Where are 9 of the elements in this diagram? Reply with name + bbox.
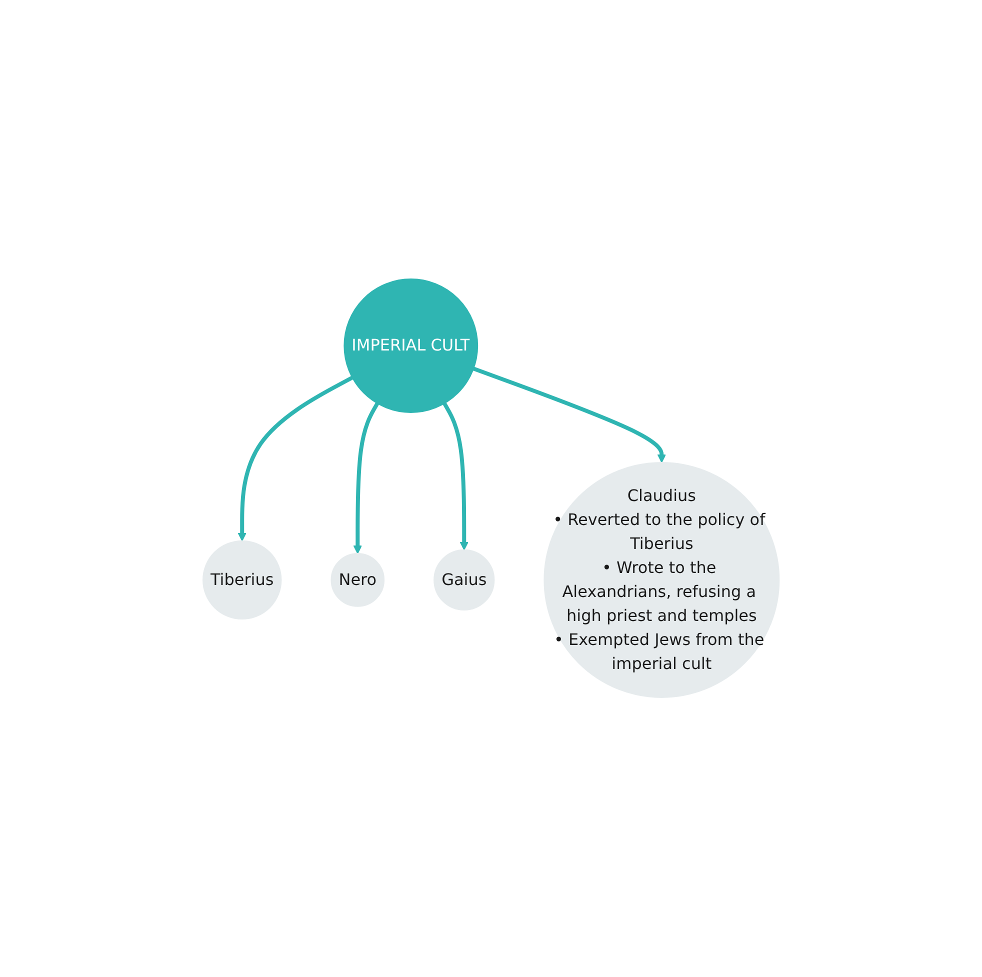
node-circle: Claudius • Reverted to the policy of Tiberius • Wrote to the Alexandrians, refusing a high priest and temples • Exempted Jews from the imperial cult	[544, 462, 780, 698]
arrow	[353, 402, 380, 554]
node-circle: Tiberius	[202, 540, 282, 620]
node-circle: Nero	[330, 553, 384, 608]
arrow	[238, 376, 354, 542]
node-circle: Gaius	[433, 550, 495, 611]
arrow	[442, 402, 468, 551]
node-circle: IMPERIAL CULT	[344, 278, 478, 414]
arrow	[472, 367, 666, 464]
